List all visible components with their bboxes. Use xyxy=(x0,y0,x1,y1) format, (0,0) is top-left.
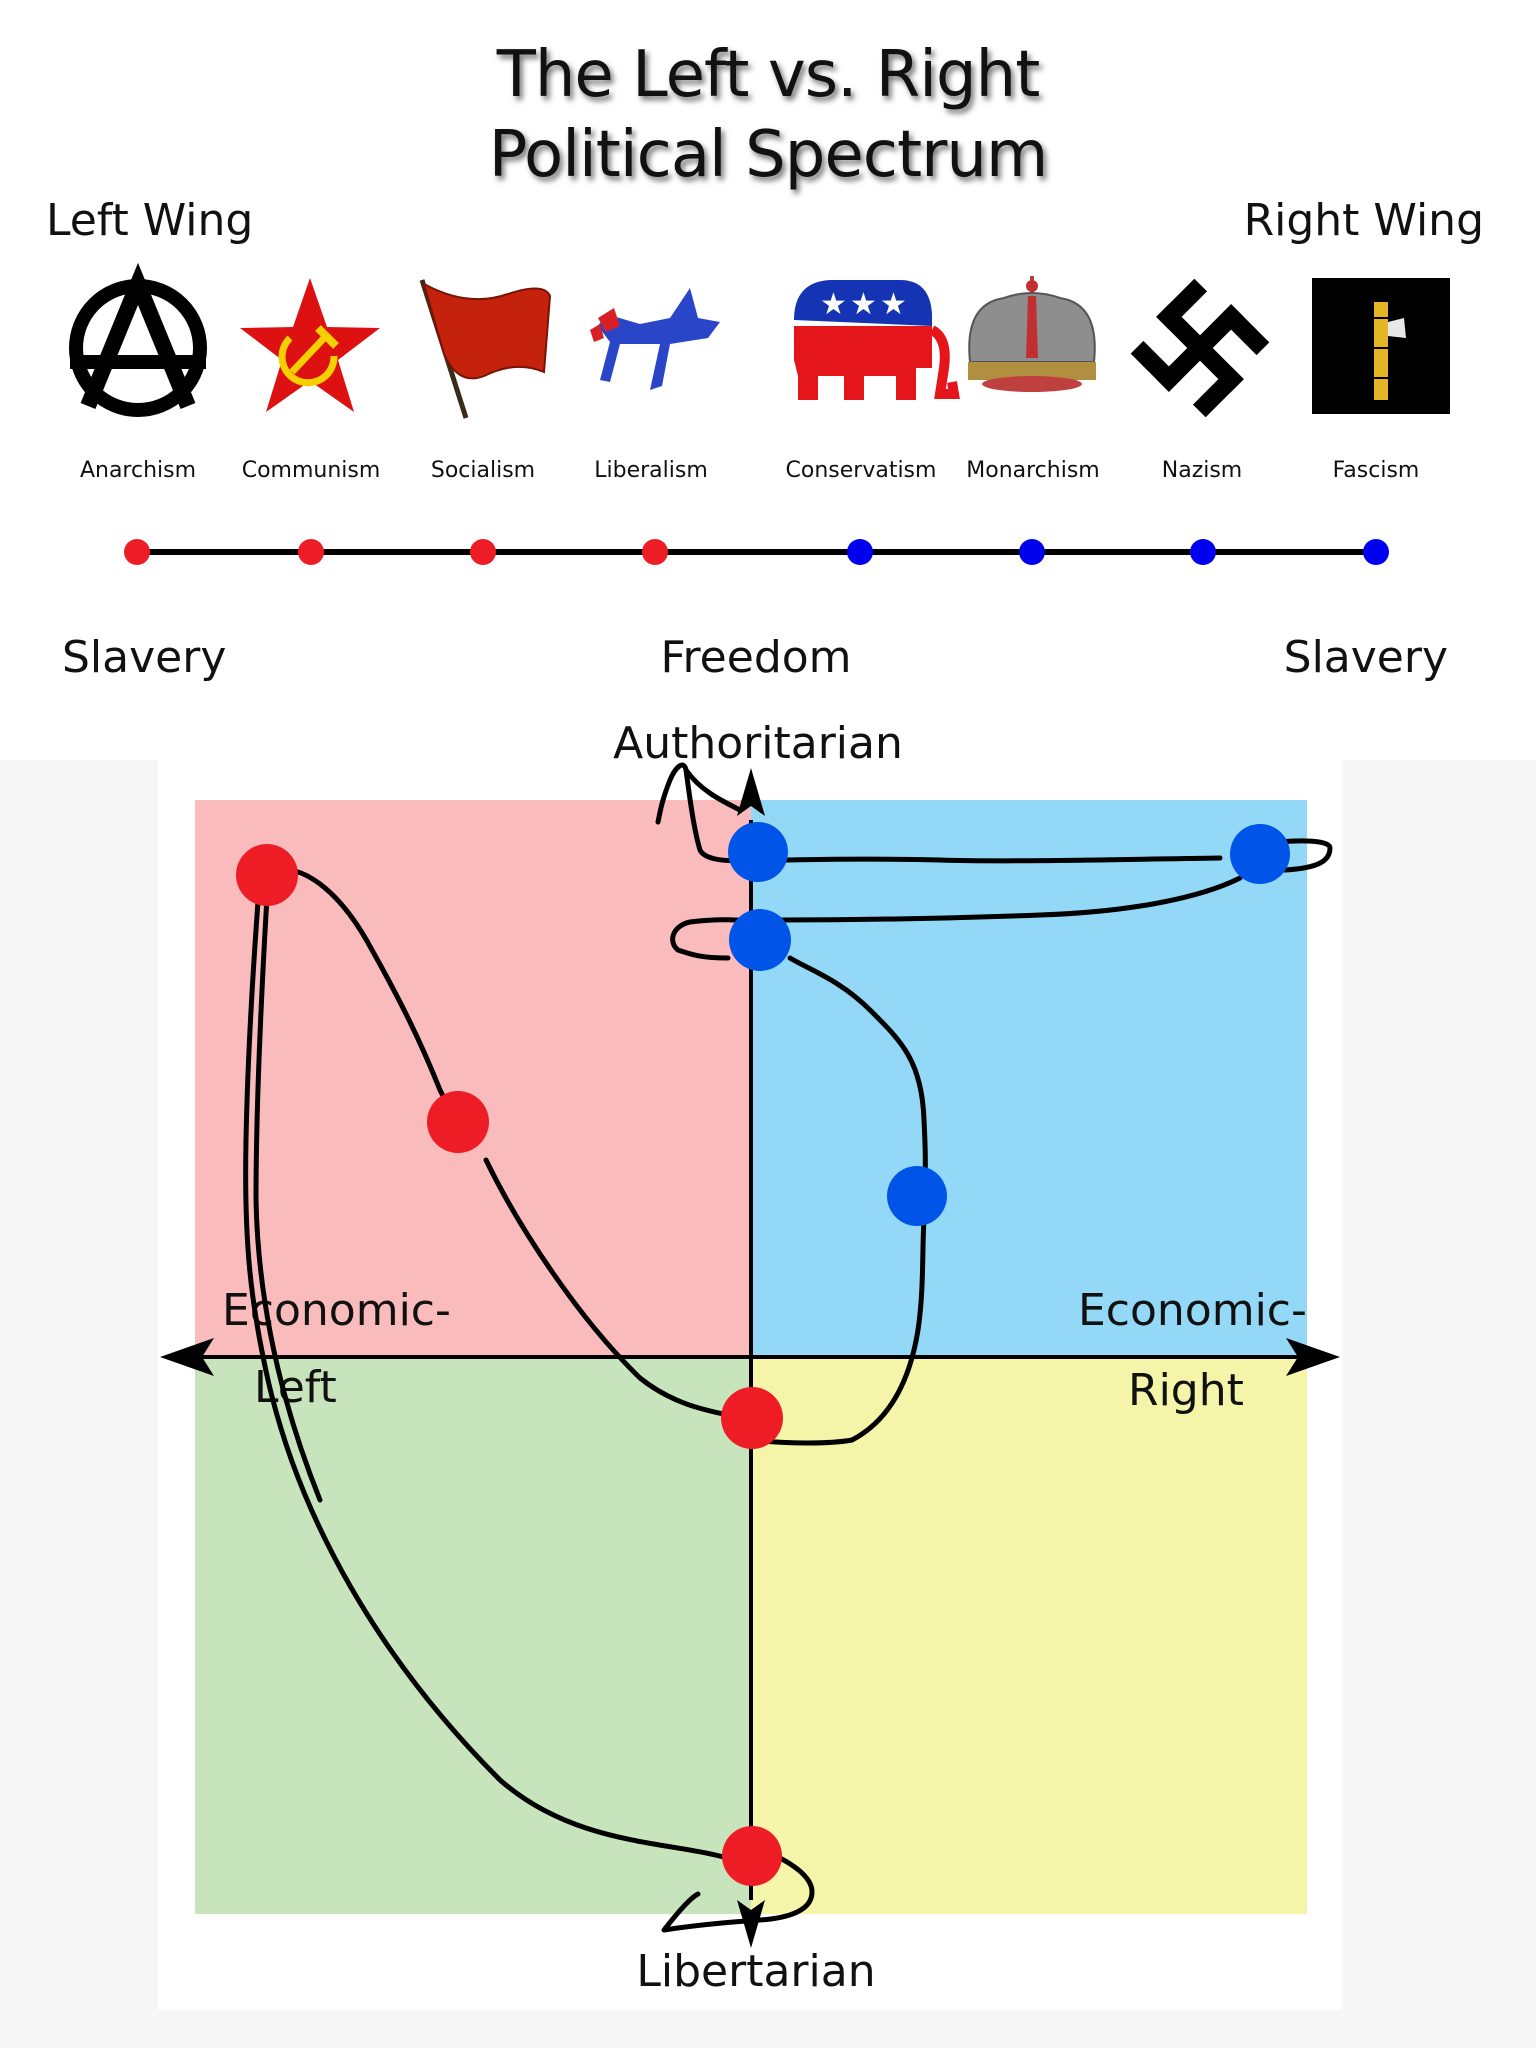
arrow-down-icon xyxy=(737,1900,765,1948)
arrow-up-icon xyxy=(737,768,765,816)
ideology-label-nazism: Nazism xyxy=(1161,458,1243,483)
ideology-label-liberalism: Liberalism xyxy=(594,458,708,483)
swastika-icon xyxy=(1130,278,1270,418)
ideology-label-communism: Communism xyxy=(241,458,381,483)
spectrum-panel: The Left vs. Right Political Spectrum Le… xyxy=(0,0,1536,760)
svg-text:★: ★ xyxy=(850,287,877,322)
hammer-sickle-star-icon xyxy=(240,278,380,412)
spectrum-line xyxy=(124,539,1389,565)
spectrum-dot xyxy=(1190,539,1216,565)
compass-dot-blue xyxy=(729,909,791,971)
title-line-1: The Left vs. Right xyxy=(496,38,1041,112)
authoritarian-label: Authoritarian xyxy=(613,718,903,769)
spectrum-dot xyxy=(470,539,496,565)
ideology-icons: ★ ★ ★ xyxy=(69,262,1450,419)
republican-elephant-icon: ★ ★ ★ xyxy=(794,280,960,400)
arrow-right-icon xyxy=(1286,1338,1340,1376)
svg-text:★: ★ xyxy=(820,287,847,322)
spectrum-dot xyxy=(847,539,873,565)
compass-dot-red xyxy=(236,844,298,906)
compass-dot-blue xyxy=(1230,824,1290,884)
compass-dot-red xyxy=(722,1826,782,1886)
red-flag-icon xyxy=(419,279,552,419)
ideology-label-anarchism: Anarchism xyxy=(79,458,197,483)
compass-dot-red xyxy=(427,1091,489,1153)
crown-icon xyxy=(968,276,1096,392)
libertarian-label: Libertarian xyxy=(636,1946,875,1997)
title-line-2: Political Spectrum xyxy=(488,118,1049,192)
freedom-label: Freedom xyxy=(660,632,852,683)
hand-drawn-path xyxy=(243,762,1333,1933)
spectrum-dot xyxy=(642,539,668,565)
fasces-icon xyxy=(1312,278,1450,414)
economic-left-label-1: Economic- xyxy=(222,1285,451,1336)
slavery-right-label: Slavery xyxy=(1283,632,1448,683)
quadrant-lib-right xyxy=(751,1357,1307,1914)
ideology-label-monarchism: Monarchism xyxy=(966,458,1100,483)
economic-right-label-1: Economic- xyxy=(1078,1285,1307,1336)
compass-dot-blue xyxy=(728,822,788,882)
spectrum-dot xyxy=(124,539,150,565)
spectrum-dot xyxy=(1363,539,1389,565)
arrow-left-icon xyxy=(160,1338,214,1376)
economic-right-label-2: Right xyxy=(1128,1365,1244,1416)
ideology-label-conservatism: Conservatism xyxy=(785,458,937,483)
slavery-left-label: Slavery xyxy=(62,632,227,683)
anarchy-icon xyxy=(69,262,207,417)
right-wing-label: Right Wing xyxy=(1243,195,1484,246)
compass-dot-red xyxy=(721,1387,783,1449)
compass-dot-blue xyxy=(887,1166,947,1226)
spectrum-dot xyxy=(298,539,324,565)
quadrant-auth-right xyxy=(751,800,1307,1357)
svg-text:★: ★ xyxy=(880,287,907,322)
quadrant-lib-left xyxy=(195,1357,751,1914)
ideology-label-socialism: Socialism xyxy=(430,458,536,483)
left-wing-label: Left Wing xyxy=(46,195,254,246)
spectrum-dot xyxy=(1019,539,1045,565)
democrat-donkey-icon xyxy=(590,288,720,390)
ideology-label-fascism: Fascism xyxy=(1332,458,1420,483)
